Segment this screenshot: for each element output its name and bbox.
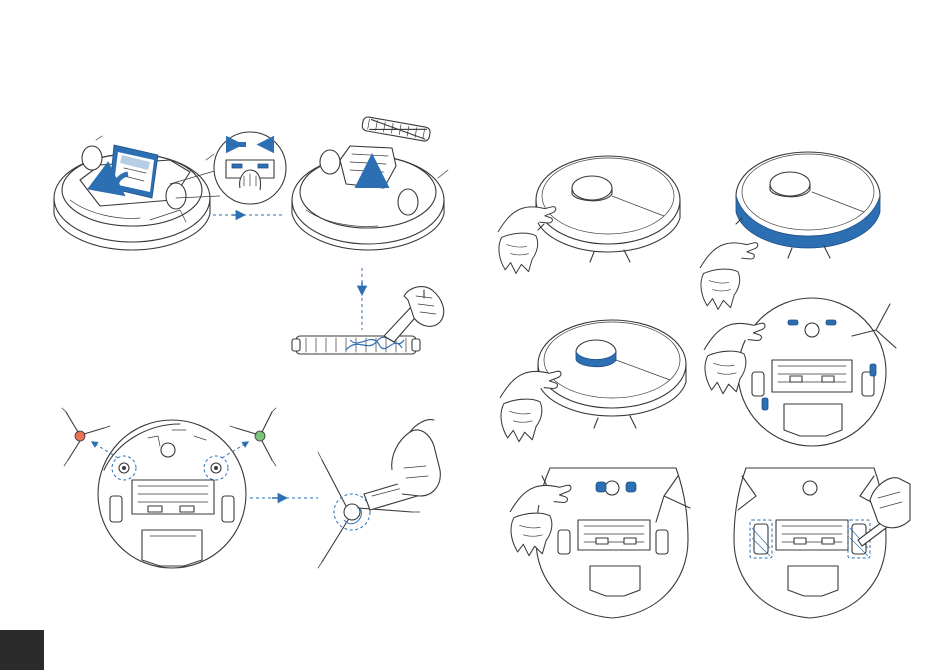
wipe-cliff-sensors — [704, 298, 896, 446]
wipe-lds-cover — [500, 320, 686, 442]
side-brush-right — [230, 408, 276, 466]
main-brush-cleaning — [292, 287, 444, 354]
clean-wheels — [734, 468, 910, 618]
side-brush-left — [62, 408, 110, 466]
wipe-top — [498, 156, 680, 273]
side-brush-cleaning — [318, 420, 440, 568]
side-brush-removal — [92, 420, 248, 568]
page-number-tab — [0, 630, 44, 670]
main-brush-lift-out — [292, 116, 448, 250]
wipe-bumper — [700, 152, 880, 309]
wipe-charging-contacts — [510, 468, 690, 618]
main-brush-cover-removal — [54, 136, 214, 250]
